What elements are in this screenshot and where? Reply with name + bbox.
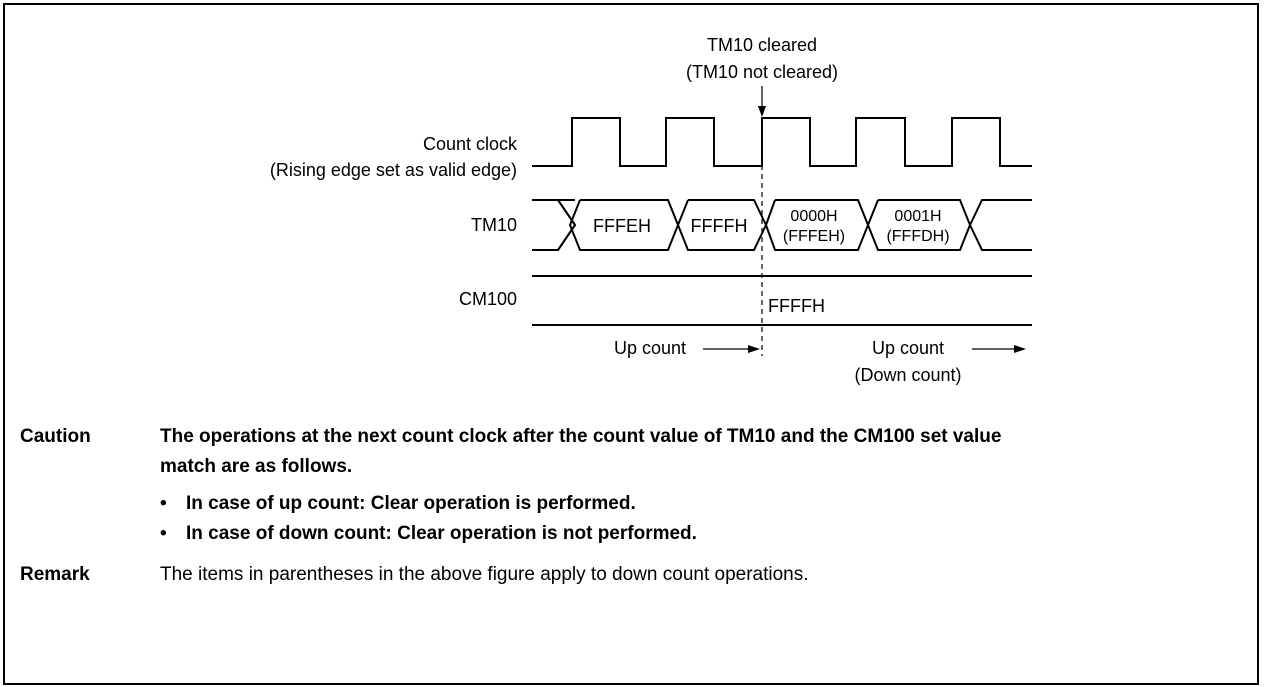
caution-label: Caution bbox=[20, 426, 91, 447]
direction-after-label: Up count bbox=[872, 338, 944, 358]
cm100-value: FFFFH bbox=[768, 296, 825, 316]
tm10-waveform bbox=[532, 199, 1032, 251]
tm10-value-3: 0000H bbox=[790, 208, 837, 225]
figure-frame bbox=[3, 3, 1259, 685]
caution-bullet: • In case of up count: Clear operation is… bbox=[160, 491, 1160, 517]
event-label: TM10 cleared bbox=[707, 35, 817, 55]
caution-bullet-text: In case of up count: Clear operation is … bbox=[186, 493, 636, 514]
tm10-value-4-alt: (FFFDH) bbox=[886, 228, 949, 245]
caution-bullet-text: In case of down count: Clear operation i… bbox=[186, 523, 697, 544]
direction-after-alt-label: (Down count) bbox=[854, 365, 961, 385]
count-clock-waveform bbox=[532, 117, 1032, 167]
direction-after-arrowhead bbox=[1014, 345, 1026, 353]
bullet-dot: • bbox=[160, 493, 167, 514]
caution-text-line1: The operations at the next count clock a… bbox=[160, 426, 1002, 447]
direction-before-arrowhead bbox=[748, 345, 760, 353]
event-arrow-head bbox=[758, 106, 766, 117]
tm10-label: TM10 bbox=[471, 215, 517, 235]
caution-bullet: • In case of down count: Clear operation … bbox=[160, 521, 1160, 547]
count-clock-note: (Rising edge set as valid edge) bbox=[270, 160, 517, 180]
direction-before-label: Up count bbox=[614, 338, 686, 358]
tm10-value-2: FFFFH bbox=[691, 216, 748, 236]
tm10-value-1: FFFEH bbox=[593, 216, 651, 236]
tm10-value-3-alt: (FFFEH) bbox=[783, 228, 845, 245]
timing-diagram: TM10 cleared (TM10 not cleared) Count cl… bbox=[270, 35, 1032, 385]
bullet-dot: • bbox=[160, 523, 167, 544]
count-clock-label: Count clock bbox=[423, 134, 518, 154]
cm100-label: CM100 bbox=[459, 289, 517, 309]
caution-text-line2: match are as follows. bbox=[160, 456, 353, 477]
event-label-alt: (TM10 not cleared) bbox=[686, 62, 838, 82]
remark-label: Remark bbox=[20, 564, 90, 585]
tm10-value-4: 0001H bbox=[894, 208, 941, 225]
remark-text: The items in parentheses in the above fi… bbox=[160, 564, 809, 585]
